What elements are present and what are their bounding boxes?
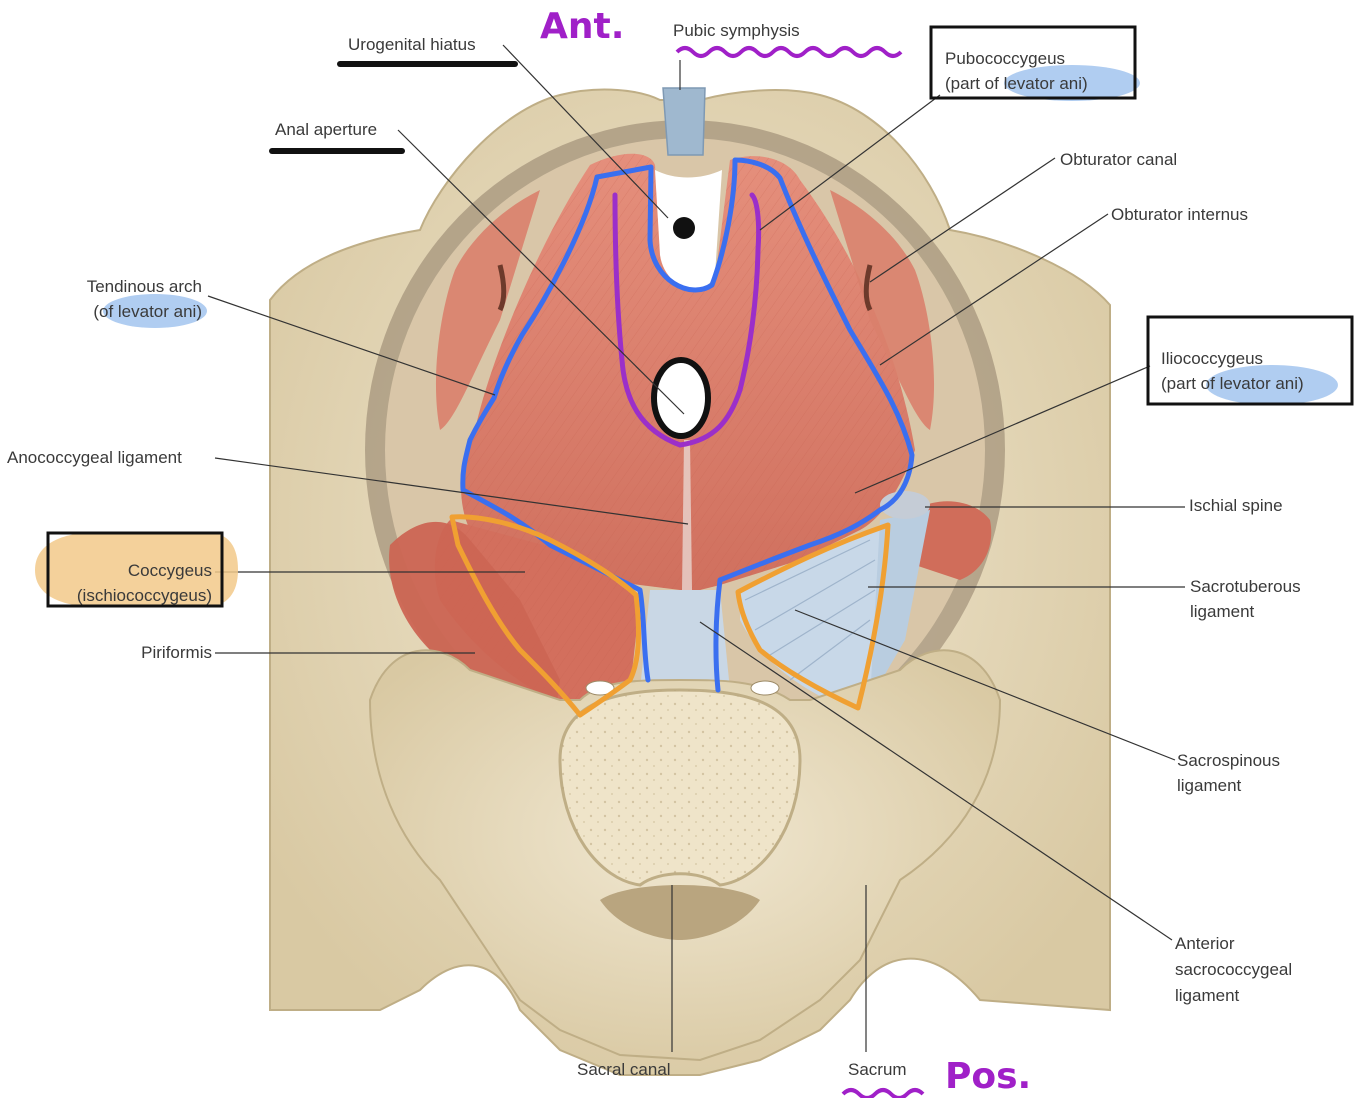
label-piriformis: Piriformis: [141, 643, 212, 662]
label-tendinous-arch-sub: (of levator ani): [93, 302, 202, 321]
label-coccygeus: Coccygeus: [128, 561, 212, 580]
label-anterior-sacrococcygeal-3: ligament: [1175, 986, 1240, 1005]
leader-lines: [207, 44, 1185, 1052]
label-posterior: Pos.: [945, 1056, 1031, 1097]
label-ischial-spine: Ischial spine: [1189, 496, 1283, 515]
iliococcygeus-box: [1146, 315, 1354, 406]
puborectalis-outline: [612, 192, 762, 448]
label-sacrospinous: Sacrospinous: [1177, 751, 1280, 770]
label-iliococcygeus: Iliococcygeus: [1161, 349, 1263, 368]
urogenital-dot: [673, 217, 695, 239]
label-sacrotuberous-sub: ligament: [1190, 602, 1255, 621]
label-obturator-internus: Obturator internus: [1111, 205, 1248, 224]
label-coccygeus-sub: (ischiococcygeus): [77, 586, 212, 605]
sacrum-bone: [368, 649, 1002, 1062]
levator-ani-outline: [460, 157, 915, 693]
pubococcygeus-box: [929, 25, 1137, 100]
label-sacrospinous-sub: ligament: [1177, 776, 1242, 795]
pubic-symphysis-squiggle: [675, 46, 903, 58]
label-pubic-symphysis: Pubic symphysis: [673, 21, 800, 40]
obturator-canal-left: [497, 264, 507, 312]
label-sacrum: Sacrum: [848, 1060, 907, 1079]
sacrum-squiggle: [841, 1088, 925, 1098]
label-obturator-canal: Obturator canal: [1060, 150, 1177, 169]
label-anal-aperture: Anal aperture: [275, 120, 377, 139]
label-pubococcygeus-sub: (part of levator ani): [945, 74, 1088, 93]
anal-aperture-ring: [651, 357, 711, 439]
label-urogenital-hiatus: Urogenital hiatus: [348, 35, 476, 54]
label-anococcygeal-ligament: Anococcygeal ligament: [7, 448, 182, 467]
highlights: [35, 65, 1338, 607]
obturator-canal-right: [863, 264, 873, 312]
sacrospinous-outline: [735, 522, 891, 711]
anterior-sacrococcygeal-ligament: [640, 590, 730, 690]
label-sacral-canal: Sacral canal: [577, 1060, 671, 1079]
label-anterior: Ant.: [540, 6, 624, 47]
coccygeus-box: [46, 531, 224, 608]
label-iliococcygeus-sub: (part of levator ani): [1161, 374, 1304, 393]
coccygeus-outline: [449, 514, 641, 718]
pubic-symphysis-structure: [662, 87, 706, 156]
label-anterior-sacrococcygeal: Anterior: [1175, 934, 1235, 953]
label-sacrotuberous: Sacrotuberous: [1190, 577, 1301, 596]
label-tendinous-arch: Tendinous arch: [87, 277, 202, 296]
label-anterior-sacrococcygeal-2: sacrococcygeal: [1175, 960, 1292, 979]
label-pubococcygeus: Pubococcygeus: [945, 49, 1065, 68]
